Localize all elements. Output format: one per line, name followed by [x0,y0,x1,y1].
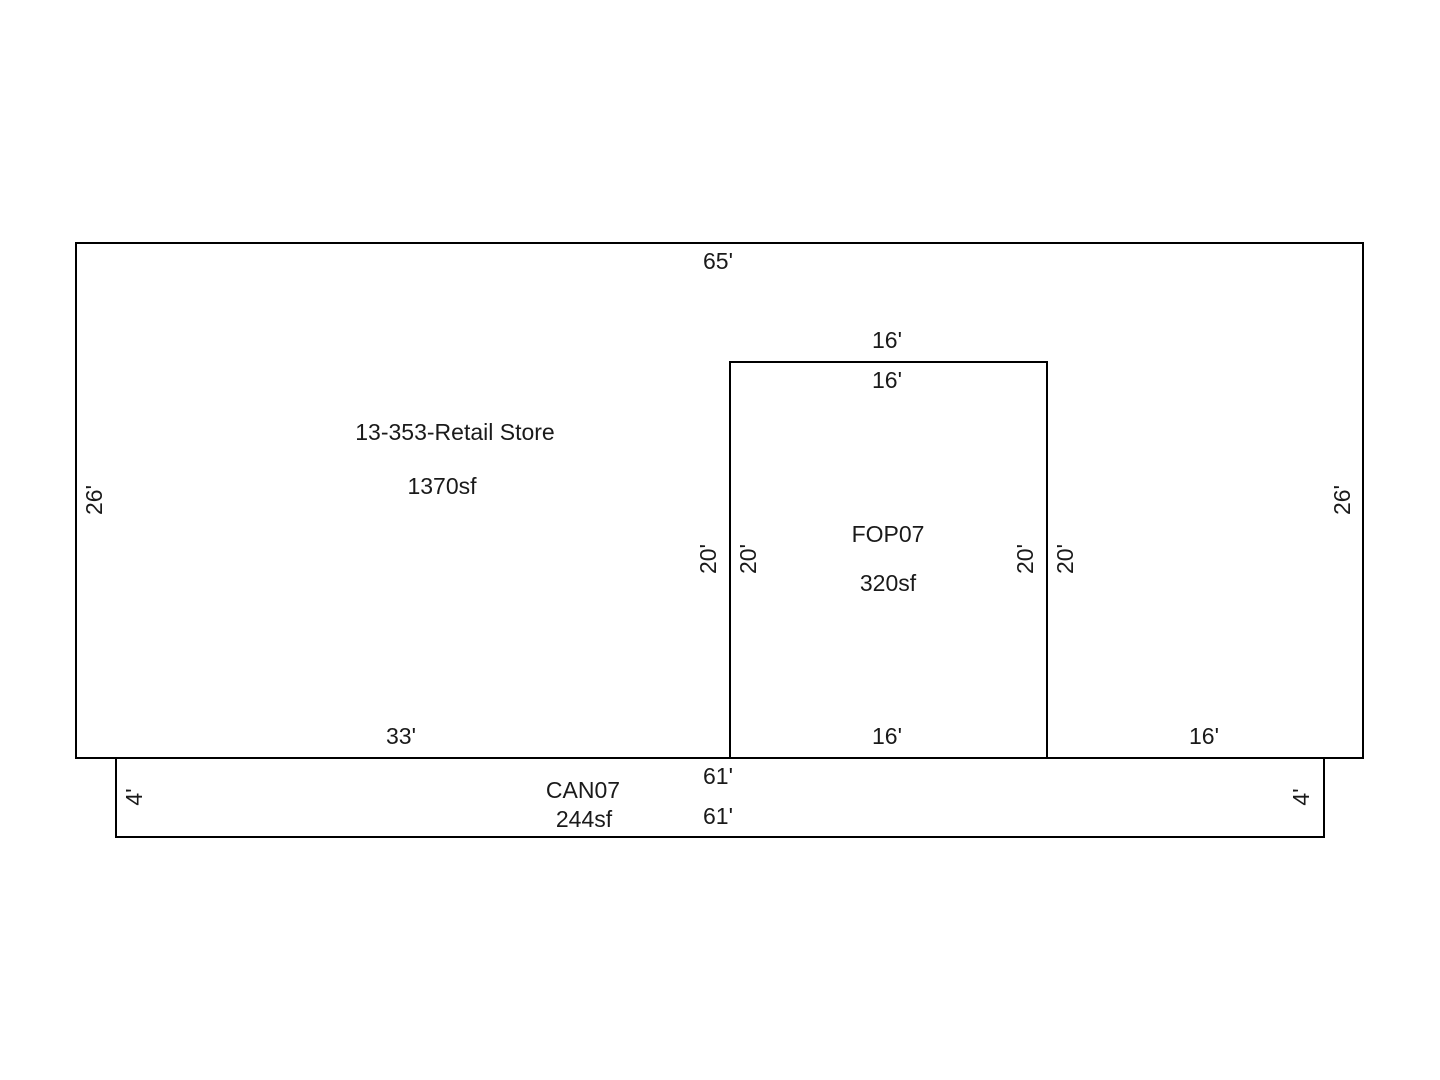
porch-name: FOP07 [852,521,925,547]
dim-canopy-left: 4' [121,788,147,805]
dim-porch-top-outer: 16' [872,327,902,353]
dim-canopy-right: 4' [1288,788,1314,805]
porch-outline [729,361,1048,759]
canopy-area: 244sf [556,806,613,832]
dim-canopy-bottom: 61' [703,803,733,829]
dim-main-left: 26' [81,485,107,515]
porch-area: 320sf [860,570,917,596]
retail-store-area: 1370sf [407,473,477,499]
dim-canopy-top: 61' [703,763,733,789]
dim-porch-left-outer: 20' [695,544,721,574]
dim-main-bottom-right: 16' [1189,723,1219,749]
dim-porch-right-outer: 20' [1052,544,1078,574]
dim-porch-left-inner: 20' [735,544,761,574]
dim-main-bottom-left: 33' [386,723,416,749]
dim-main-top: 65' [703,248,733,274]
canopy-outline [115,757,1325,838]
dim-porch-right-inner: 20' [1012,544,1038,574]
dim-main-right: 26' [1329,485,1355,515]
retail-store-outline [75,242,1364,759]
dim-porch-bottom: 16' [872,723,902,749]
retail-store-name: 13-353-Retail Store [355,419,554,445]
canopy-name: CAN07 [546,777,620,803]
dim-porch-top-inner: 16' [872,367,902,393]
